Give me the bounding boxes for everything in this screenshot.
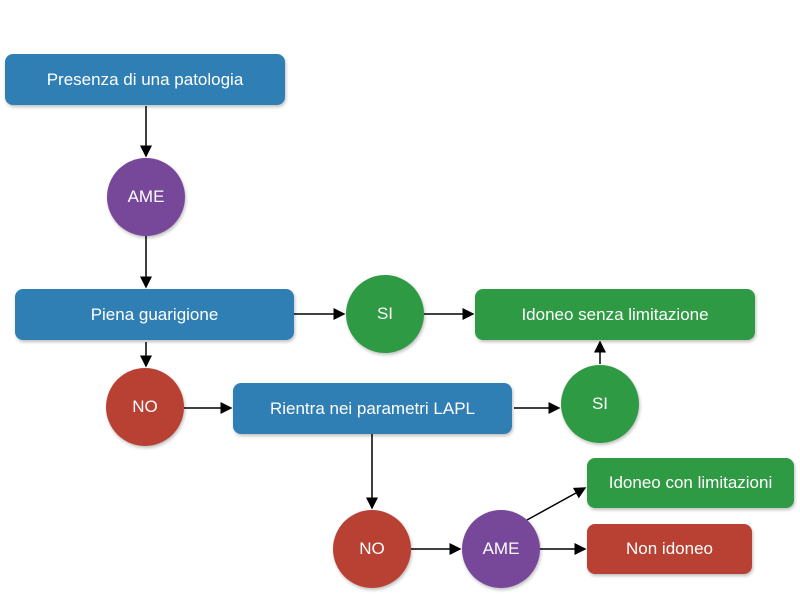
node-rientra-nei-parametri-lapl: Rientra nei parametri LAPL: [233, 383, 512, 434]
node-piena-guarigione: Piena guarigione: [15, 289, 294, 340]
node-label: Piena guarigione: [90, 304, 219, 324]
node-ame-2: AME: [462, 510, 540, 588]
edge-ame2-idoneo-con: [526, 487, 587, 521]
node-label: Rientra nei parametri LAPL: [269, 398, 476, 418]
node-si-1: SI: [346, 275, 424, 353]
node-no-1: NO: [106, 368, 184, 446]
node-idoneo-con-limitazioni: Idoneo con limitazioni: [587, 458, 794, 508]
node-non-idoneo: Non idoneo: [587, 524, 752, 574]
node-si-2: SI: [561, 365, 639, 443]
node-label: NO: [132, 397, 158, 416]
node-label: NO: [359, 539, 385, 558]
node-label: Non idoneo: [626, 539, 713, 558]
node-label: Idoneo con limitazioni: [608, 473, 773, 492]
node-label: Presenza di una patologia: [46, 69, 244, 89]
node-idoneo-senza-limitazione: Idoneo senza limitazione: [475, 289, 755, 340]
node-label: Idoneo senza limitazione: [521, 304, 709, 324]
node-label: SI: [376, 304, 394, 323]
node-no-2: NO: [333, 510, 411, 588]
node-label: SI: [591, 394, 609, 413]
node-presenza-di-una-patologia: Presenza di una patologia: [5, 54, 285, 105]
node-label: AME: [482, 539, 520, 558]
node-ame-1: AME: [107, 158, 185, 236]
node-label: AME: [127, 187, 165, 206]
